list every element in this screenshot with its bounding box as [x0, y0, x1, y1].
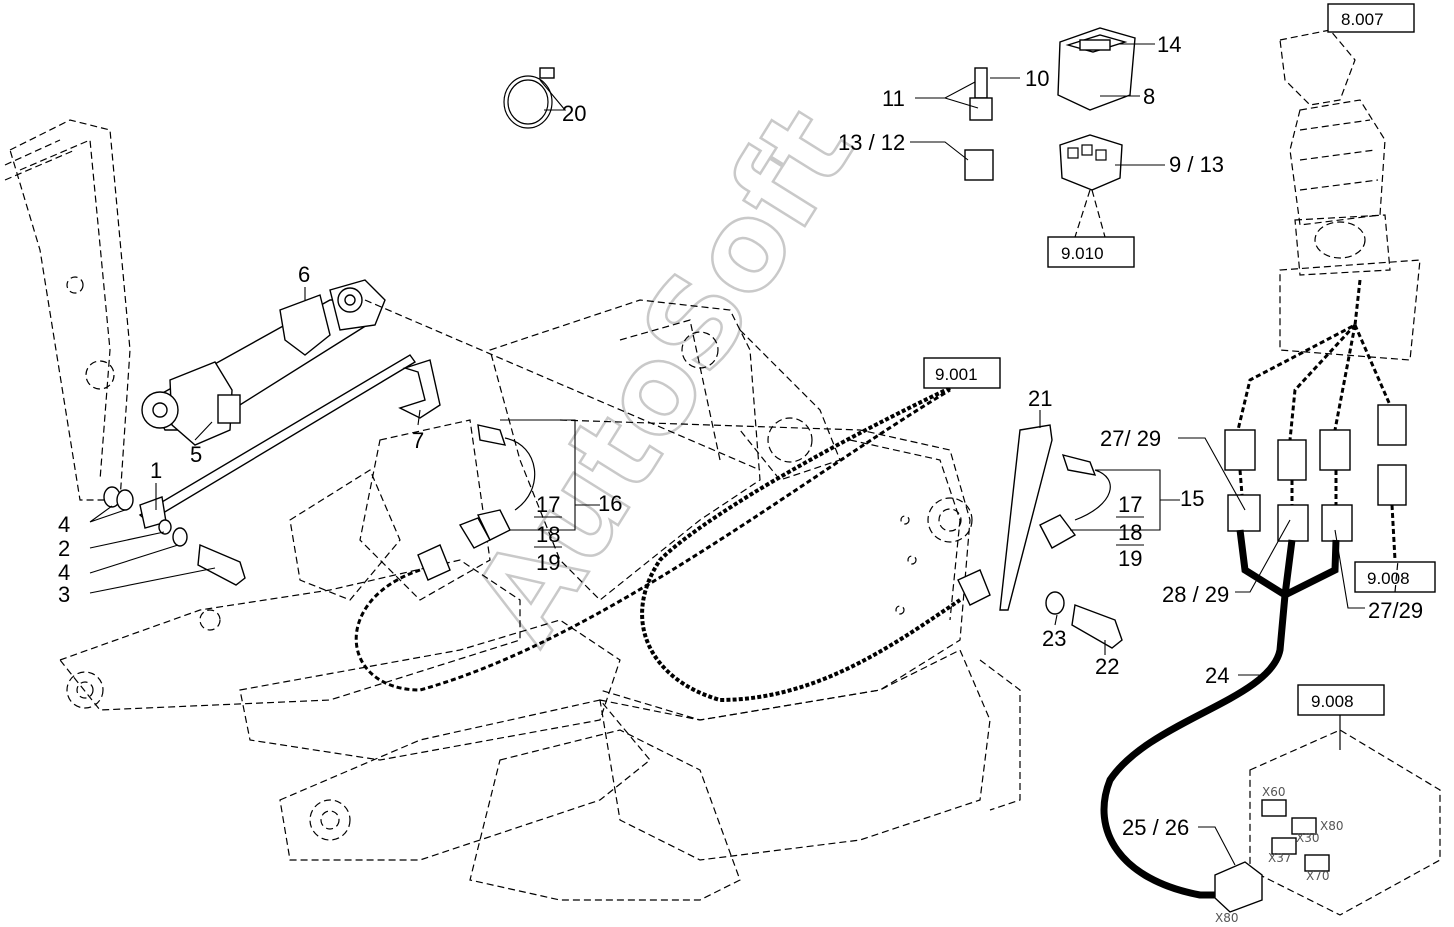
label-16: 16 [598, 491, 622, 516]
label-8: 8 [1143, 84, 1155, 109]
marking-x60: X60 [1262, 785, 1286, 799]
label-19-left: 19 [536, 550, 560, 575]
label-9-13: 9 / 13 [1169, 152, 1224, 177]
switch-connector [1059, 134, 1123, 191]
label-4-top: 4 [58, 512, 70, 537]
label-11: 11 [882, 86, 905, 111]
label-28-29: 28 / 29 [1162, 582, 1229, 607]
sensor-left [354, 388, 951, 692]
marking-x70: X70 [1306, 869, 1330, 883]
control-unit: X60 X30 X80 X37 X70 X80 [1214, 729, 1441, 925]
marking-x80: X80 [1320, 819, 1344, 833]
label-14: 14 [1157, 32, 1181, 57]
label-18-left: 18 [536, 522, 560, 547]
label-7: 7 [412, 428, 424, 453]
leader-lines [89, 43, 1365, 866]
label-6: 6 [298, 262, 310, 287]
zip-tie [503, 67, 555, 129]
label-2: 2 [58, 536, 70, 561]
reference-box-8007[interactable]: 8.007 [1327, 3, 1415, 33]
label-18-right: 18 [1118, 520, 1142, 545]
reference-box-9008-bottom[interactable]: 9.008 [1297, 684, 1385, 716]
bulb-holder [964, 67, 994, 181]
ref-8007: 8.007 [1341, 10, 1384, 29]
label-22: 22 [1095, 654, 1119, 679]
hydraulic-cylinder [141, 279, 386, 446]
label-17-left: 17 [536, 492, 560, 517]
label-17-right: 17 [1118, 492, 1142, 517]
reference-box-9001[interactable]: 9.001 [923, 357, 1001, 389]
label-20: 20 [562, 101, 586, 126]
main-cable-harness [1100, 529, 1340, 899]
label-23: 23 [1042, 626, 1066, 651]
label-13-12: 13 / 12 [838, 130, 905, 155]
part-labels: 1 4 2 4 3 5 6 7 8 9 / 13 10 11 13 / 12 1… [58, 32, 1423, 840]
sensor-right [957, 424, 1123, 649]
corrugated-hose-9001 [640, 386, 962, 703]
label-1: 1 [150, 458, 162, 483]
ref-9010: 9.010 [1061, 244, 1104, 263]
marking-x37: X37 [1268, 851, 1292, 865]
label-27-29-bottom: 27/29 [1368, 598, 1423, 623]
marking-x80-plug: X80 [1215, 911, 1239, 925]
label-10: 10 [1025, 66, 1049, 91]
label-19-right: 19 [1118, 546, 1142, 571]
label-3: 3 [58, 582, 70, 607]
label-5: 5 [190, 442, 202, 467]
reference-box-9010[interactable]: 9.010 [1047, 236, 1135, 268]
marking-x30: X30 [1296, 831, 1320, 845]
ref-9008a: 9.008 [1367, 569, 1410, 588]
label-27-29-top: 27/ 29 [1100, 426, 1161, 451]
label-4-bottom: 4 [58, 560, 70, 585]
watermark: AutoSoft [447, 86, 881, 666]
label-25-26: 25 / 26 [1122, 815, 1189, 840]
rod-and-bracket [103, 299, 761, 586]
ref-9008b: 9.008 [1311, 692, 1354, 711]
label-15: 15 [1180, 486, 1204, 511]
label-24: 24 [1205, 663, 1229, 688]
ref-9001: 9.001 [935, 365, 978, 384]
label-21: 21 [1028, 386, 1052, 411]
rocker-switch [1057, 27, 1136, 111]
joystick-assembly [1224, 29, 1421, 561]
